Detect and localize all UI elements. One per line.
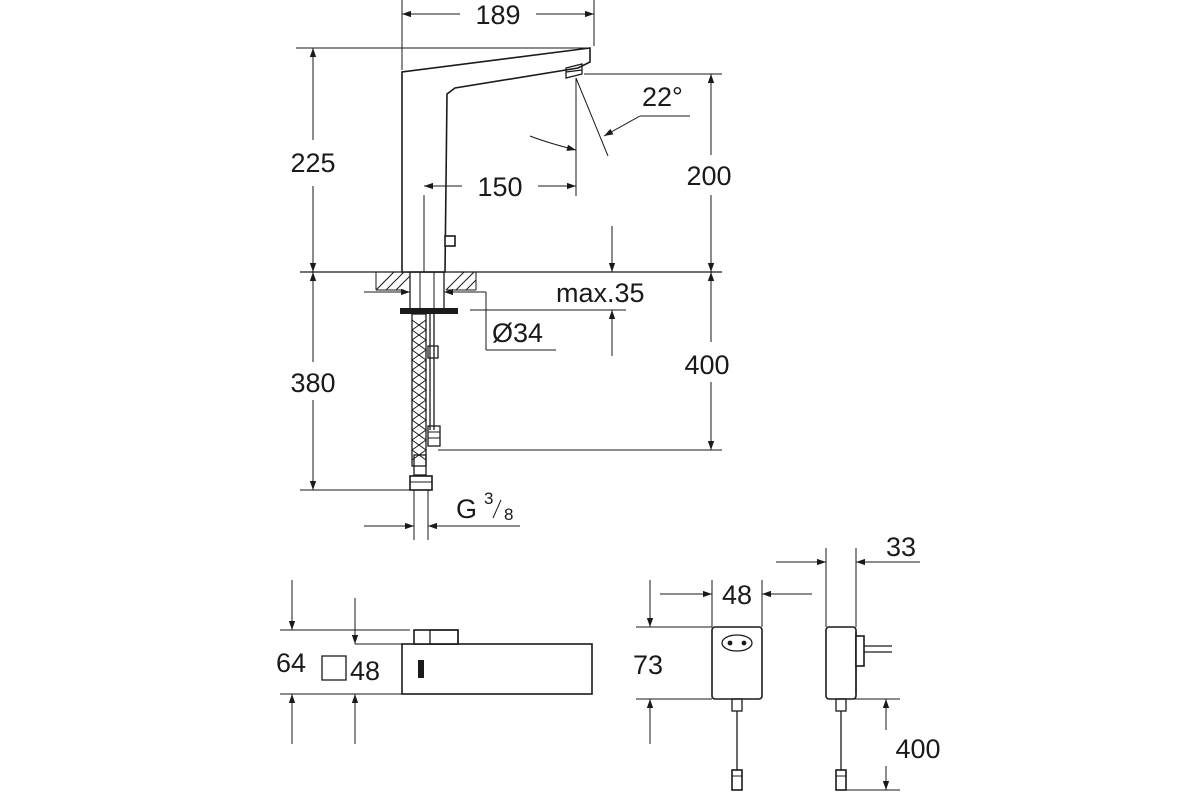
braided-hoses bbox=[409, 313, 441, 491]
dim-thread-prefix: G bbox=[456, 494, 477, 524]
dim-width-189: 189 bbox=[475, 0, 520, 30]
countertop-hatch bbox=[375, 271, 477, 291]
power-adapter-side: 33 400 bbox=[776, 532, 941, 791]
dim-cable-length-400: 400 bbox=[895, 734, 940, 764]
faucet-body bbox=[401, 47, 591, 273]
dim-height-225: 225 bbox=[290, 148, 335, 178]
dim-thread-denominator: 8 bbox=[504, 505, 513, 524]
dim-spout-height-200: 200 bbox=[686, 161, 731, 191]
square-section-icon bbox=[321, 655, 347, 681]
dim-thread-numerator: 3 bbox=[484, 489, 493, 508]
dim-reach-150: 150 bbox=[477, 172, 522, 202]
dim-angle-22: 22° bbox=[642, 82, 683, 112]
dim-hole-diameter: Ø34 bbox=[492, 318, 543, 348]
sensor-box-view: 64 48 bbox=[276, 580, 593, 744]
dim-sensor-square-48: 48 bbox=[350, 656, 380, 686]
dim-adapter-depth-33: 33 bbox=[886, 532, 916, 562]
faucet-side-view: 189 225 200 150 22° max.35 Ø34 bbox=[290, 0, 732, 540]
power-adapter-front: 48 73 bbox=[633, 580, 812, 791]
dim-max-thickness: max.35 bbox=[556, 278, 645, 308]
dim-adapter-width-48: 48 bbox=[722, 580, 752, 610]
dim-adapter-height-73: 73 bbox=[633, 650, 663, 680]
dim-hose-height-380: 380 bbox=[290, 368, 335, 398]
dim-hose-length-400: 400 bbox=[684, 350, 729, 380]
dim-sensor-height-64: 64 bbox=[276, 648, 306, 678]
